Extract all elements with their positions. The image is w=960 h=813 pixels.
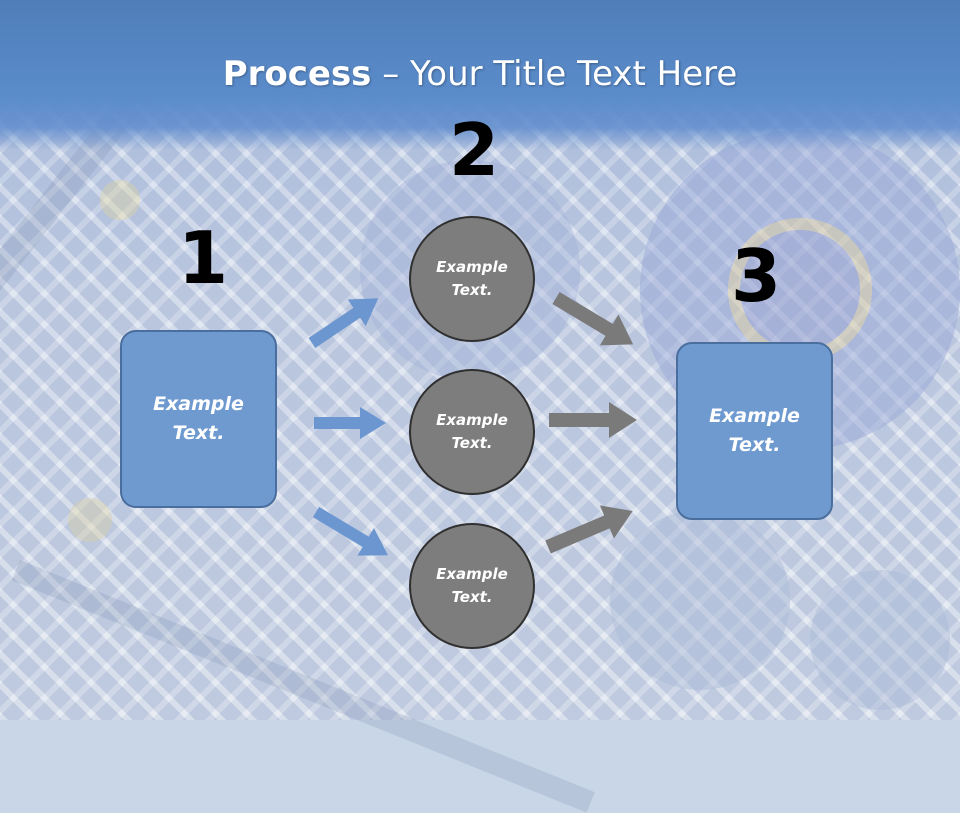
right-box: Example Text. — [676, 342, 833, 520]
connector-arrows — [308, 291, 637, 556]
title-bold: Process — [222, 54, 372, 94]
circle-middle-line1: Example — [436, 411, 508, 429]
arrow-left-to-middle — [314, 407, 386, 439]
arrow-left-to-bottom — [312, 506, 389, 556]
slide-title: Process – Your Title Text Here — [0, 52, 960, 96]
circle-middle: Example Text. — [409, 369, 535, 495]
arrow-middle-to-right — [549, 402, 637, 438]
circle-top-line2: Text. — [451, 281, 493, 299]
circle-top-line1: Example — [436, 258, 508, 276]
step-number-2: 2 — [449, 108, 500, 192]
circle-bottom: Example Text. — [409, 523, 535, 649]
right-box-line1: Example — [709, 405, 800, 427]
left-box-line1: Example — [153, 393, 244, 415]
circle-bottom-line2: Text. — [451, 588, 493, 606]
blue-arrows — [308, 298, 389, 556]
right-box-line2: Text. — [728, 434, 781, 456]
arrow-top-to-right — [552, 291, 634, 346]
arrow-bottom-to-right — [545, 505, 633, 554]
circle-middle-line2: Text. — [451, 434, 493, 452]
title-rest: – Your Title Text Here — [371, 54, 738, 94]
left-box-line2: Text. — [172, 422, 225, 444]
arrow-left-to-top — [308, 298, 379, 348]
step-number-1: 1 — [178, 216, 229, 300]
step-number-3: 3 — [731, 234, 782, 318]
circle-bottom-line1: Example — [436, 565, 508, 583]
left-box: Example Text. — [120, 330, 277, 508]
title-bar — [0, 0, 960, 150]
circle-top: Example Text. — [409, 216, 535, 342]
gray-arrows — [545, 291, 637, 554]
